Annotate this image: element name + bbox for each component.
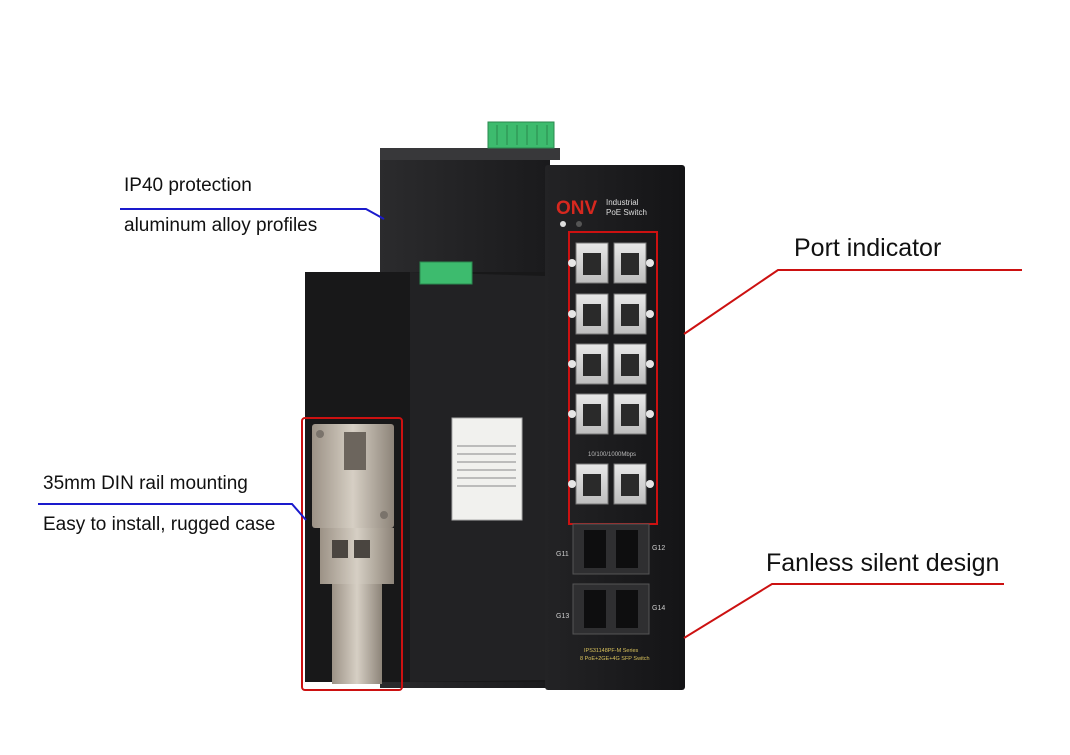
din-rail-highlight-box	[301, 417, 403, 691]
din-clip-hole-left	[332, 540, 348, 558]
port-led-icon	[568, 480, 576, 488]
rj45-socket	[621, 474, 639, 496]
side-terminal-block	[419, 261, 473, 285]
din-clip-hole-right	[354, 540, 370, 558]
sys-led-icon	[560, 221, 566, 227]
rj45-socket	[583, 253, 601, 275]
callout-lines	[38, 208, 1022, 639]
power-terminal-block	[487, 121, 555, 149]
brand-logo: ONV	[556, 198, 598, 219]
sticker-lines	[457, 445, 516, 487]
din-clip-bottom	[332, 584, 382, 684]
product-sticker	[451, 417, 523, 521]
rj45-socket	[621, 404, 639, 426]
model-line-1: IPS31148PF-M Series	[584, 648, 639, 654]
rj45-socket	[583, 354, 601, 376]
model-line-2: 8 PoE+2GE+4G SFP Switch	[580, 656, 650, 662]
rj45-socket	[583, 474, 601, 496]
rj45-socket	[621, 354, 639, 376]
pwr-led-icon	[576, 221, 582, 227]
rj45-socket	[621, 304, 639, 326]
sfp-label-g13: G13	[556, 613, 569, 620]
sfp-port-11	[584, 530, 606, 568]
sfp-port-14	[616, 590, 638, 628]
callout-easy-install: Easy to install, rugged case	[43, 514, 276, 535]
front-panel: ONV Industrial PoE Switch 10/100/1000Mbp…	[545, 165, 685, 690]
callout-fanless: Fanless silent design	[766, 549, 1000, 577]
callout-ip40: IP40 protection	[124, 175, 252, 196]
rj45-socket	[583, 404, 601, 426]
port-led-icon	[568, 410, 576, 418]
terminal-screws	[496, 125, 548, 145]
panel-title-line1: Industrial	[606, 198, 639, 207]
callout-port-indicator: Port indicator	[794, 234, 942, 262]
sfp-port-13	[584, 590, 606, 628]
port-led-icon	[646, 480, 654, 488]
callout-line-ip40	[120, 208, 385, 220]
rear-case-top	[380, 148, 560, 160]
rj45-port-grid	[568, 242, 654, 505]
port-led-icon	[646, 310, 654, 318]
port-led-icon	[568, 310, 576, 318]
rj45-socket	[621, 253, 639, 275]
port-led-icon	[646, 360, 654, 368]
callout-line-fanless	[683, 583, 1004, 639]
sfp-ports: G11 G12 G13 G14	[556, 523, 665, 635]
callout-aluminum: aluminum alloy profiles	[124, 215, 318, 236]
port-led-icon	[568, 259, 576, 267]
port-led-icon	[568, 360, 576, 368]
port-led-icon	[646, 410, 654, 418]
sfp-label-g12: G12	[652, 545, 665, 552]
panel-title-line2: PoE Switch	[606, 208, 647, 217]
callout-din-rail: 35mm DIN rail mounting	[43, 473, 248, 494]
port-led-icon	[646, 259, 654, 267]
din-clip-screw-2	[380, 511, 388, 519]
sfp-label-g11: G11	[556, 551, 569, 558]
din-clip-slot	[344, 432, 366, 470]
rj45-socket	[583, 304, 601, 326]
sfp-label-g14: G14	[652, 605, 665, 612]
rj45-port	[575, 343, 609, 385]
din-clip-screw-1	[316, 430, 324, 438]
sfp-port-12	[616, 530, 638, 568]
callout-line-port	[683, 269, 1022, 335]
rj45-port	[613, 242, 647, 284]
din-rail-clip	[301, 417, 403, 691]
callout-line-din	[38, 503, 307, 521]
din-clip-top-plate	[312, 424, 394, 528]
speed-label: 10/100/1000Mbps	[588, 452, 636, 458]
